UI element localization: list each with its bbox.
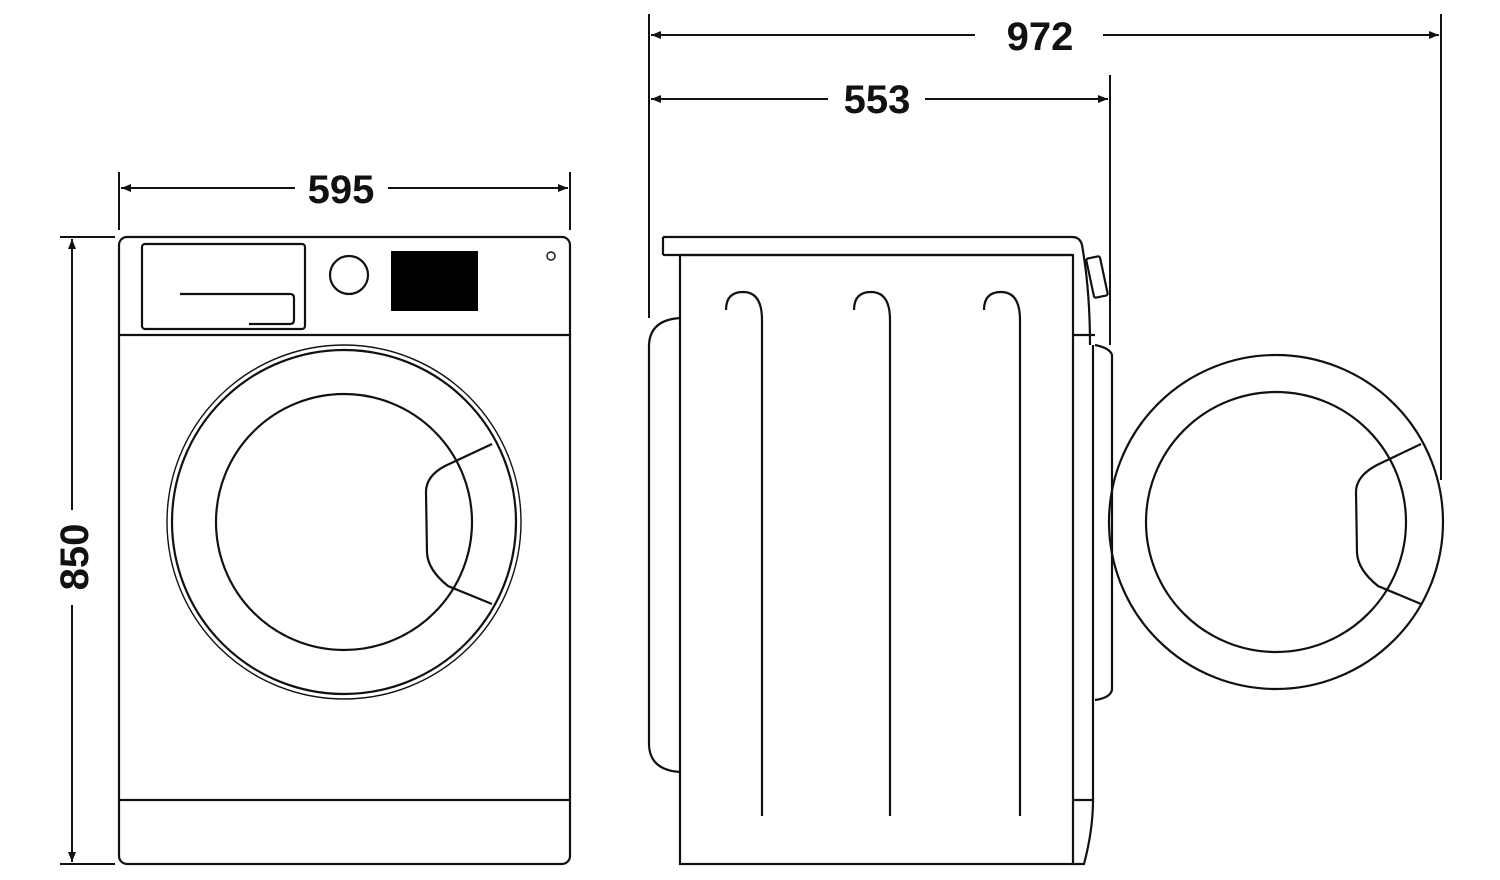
depth-label: 553 bbox=[844, 78, 911, 122]
detergent-drawer bbox=[140, 242, 307, 331]
depth-open-label: 972 bbox=[1007, 15, 1074, 59]
side-knob bbox=[1085, 255, 1109, 299]
dimension-lines bbox=[60, 14, 1442, 865]
front-view bbox=[117, 235, 572, 866]
open-door bbox=[1107, 353, 1445, 691]
power-indicator bbox=[546, 251, 556, 261]
height-label: 850 bbox=[53, 524, 97, 591]
width-label: 595 bbox=[308, 168, 375, 212]
side-view bbox=[647, 235, 1445, 866]
program-knob bbox=[328, 254, 370, 296]
door bbox=[166, 344, 522, 700]
display-panel bbox=[391, 251, 478, 311]
